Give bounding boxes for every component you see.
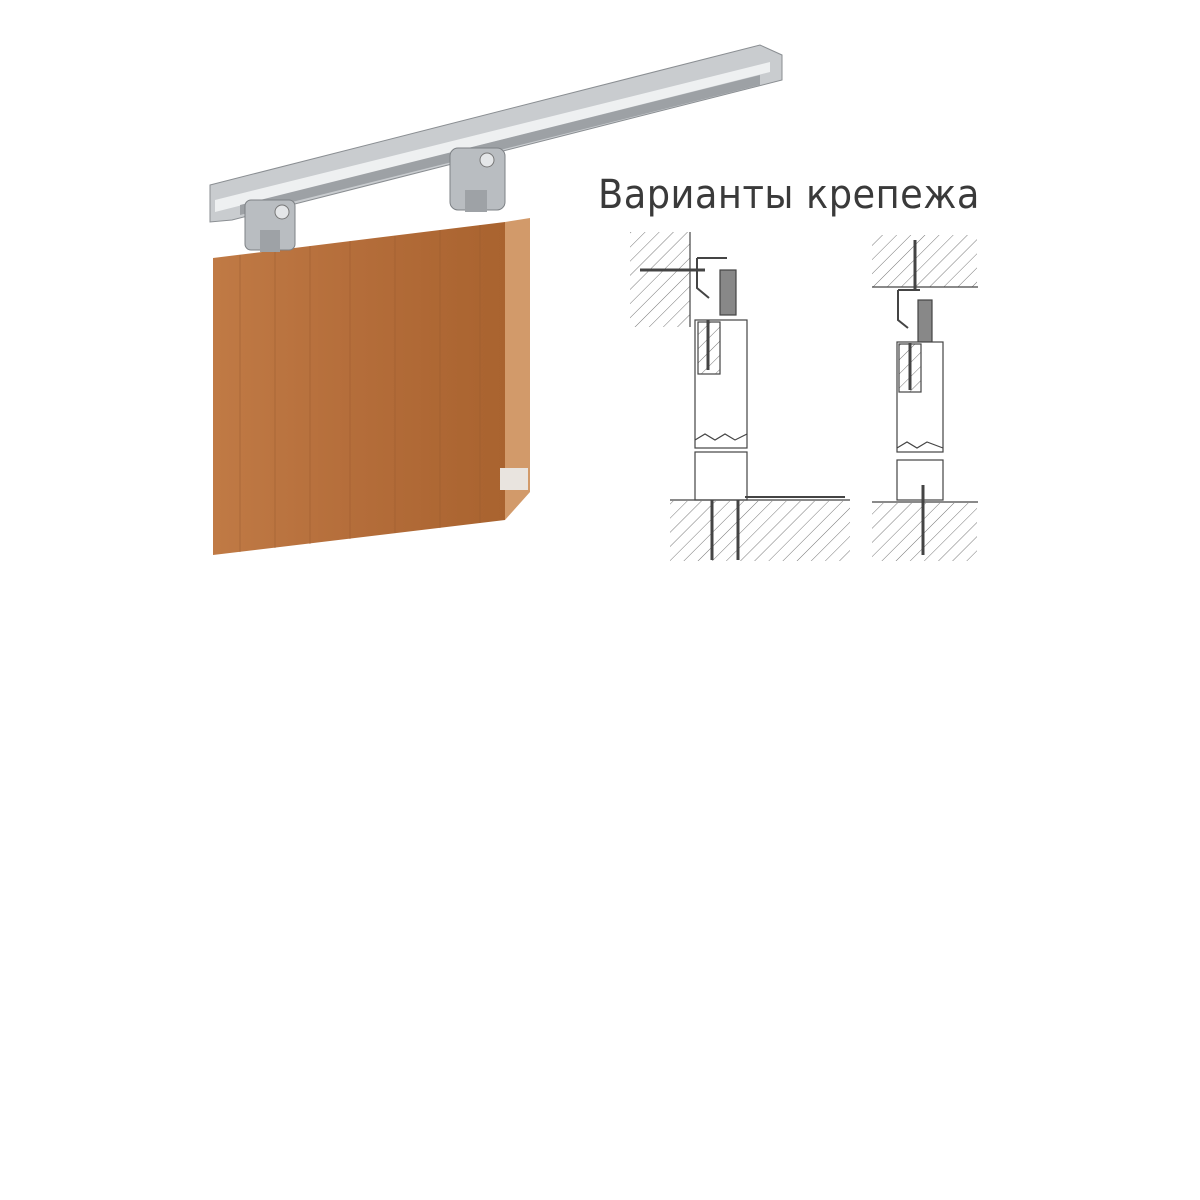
- roller-carriage-right: [449, 147, 506, 212]
- door-with-rail: [209, 44, 783, 555]
- roller-carriage-left: [244, 199, 296, 252]
- door-panel: [213, 222, 505, 555]
- mounting-diagram-wall: [630, 232, 850, 561]
- mounting-diagram-ceiling: [872, 235, 978, 561]
- mounting-options-title: Варианты крепежа: [598, 172, 980, 218]
- door-edge: [505, 218, 530, 520]
- door-guide-notch: [500, 468, 528, 490]
